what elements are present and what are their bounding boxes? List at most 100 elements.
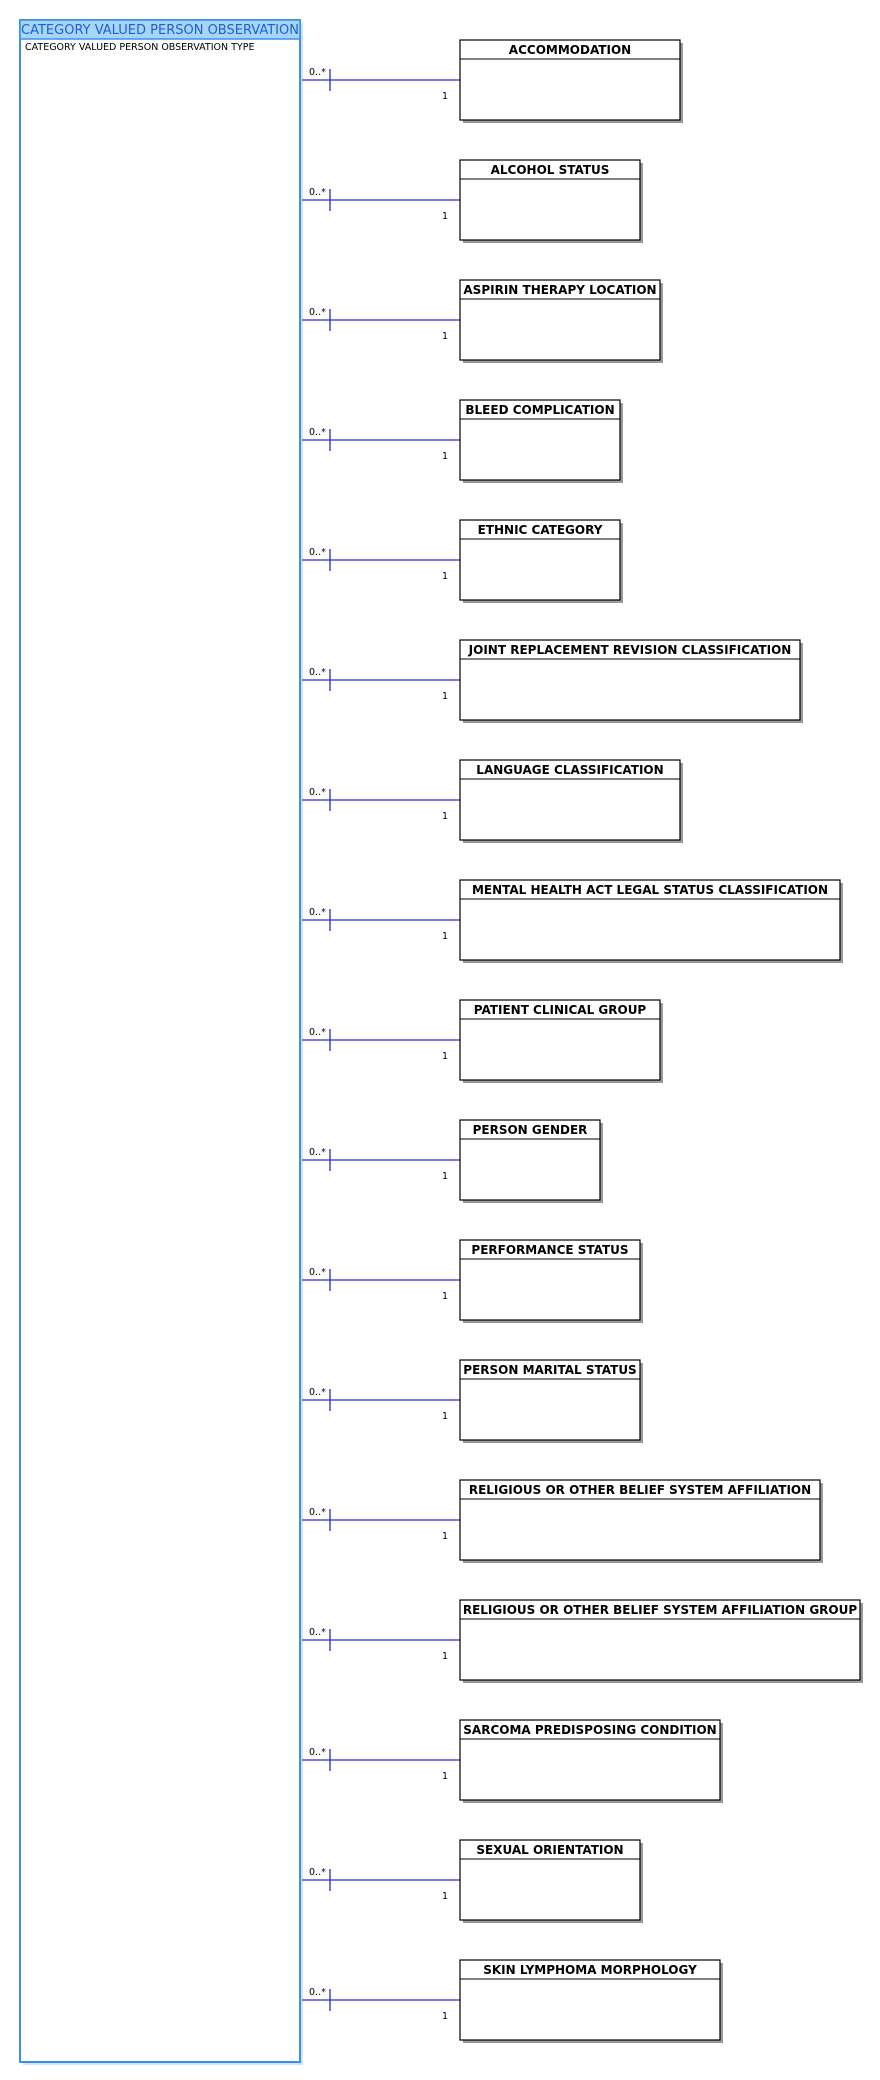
- target-multiplicity: 1: [442, 331, 448, 342]
- entity-title: RELIGIOUS OR OTHER BELIEF SYSTEM AFFILIA…: [463, 1603, 858, 1617]
- entity-body: [459, 279, 661, 361]
- entity-box[interactable]: ALCOHOL STATUS: [459, 159, 643, 243]
- source-multiplicity: 0..*: [309, 787, 326, 798]
- main-entity-title: CATEGORY VALUED PERSON OBSERVATION: [21, 23, 299, 38]
- source-multiplicity: 0..*: [309, 1507, 326, 1518]
- entity-body: [459, 399, 621, 481]
- entity-title: ACCOMMODATION: [509, 43, 631, 57]
- target-multiplicity: 1: [442, 1051, 448, 1062]
- source-multiplicity: 0..*: [309, 1987, 326, 1998]
- entity-body: [459, 1479, 821, 1561]
- relationship-row: 0..* 1 ACCOMMODATION: [302, 39, 683, 123]
- relationship-row: 0..* 1 PATIENT CLINICAL GROUP: [302, 999, 663, 1083]
- entity-body: [459, 639, 801, 721]
- entity-body: [459, 1959, 721, 2041]
- entity-title: ALCOHOL STATUS: [491, 163, 610, 177]
- target-multiplicity: 1: [442, 1291, 448, 1302]
- source-multiplicity: 0..*: [309, 1387, 326, 1398]
- entity-body: [459, 1359, 641, 1441]
- source-multiplicity: 0..*: [309, 1867, 326, 1878]
- relationship-row: 0..* 1 PERSON MARITAL STATUS: [302, 1359, 643, 1443]
- source-multiplicity: 0..*: [309, 187, 326, 198]
- entity-box[interactable]: MENTAL HEALTH ACT LEGAL STATUS CLASSIFIC…: [459, 879, 843, 963]
- source-multiplicity: 0..*: [309, 667, 326, 678]
- entity-box[interactable]: RELIGIOUS OR OTHER BELIEF SYSTEM AFFILIA…: [459, 1599, 863, 1683]
- target-multiplicity: 1: [442, 691, 448, 702]
- entity-box[interactable]: ASPIRIN THERAPY LOCATION: [459, 279, 663, 363]
- target-multiplicity: 1: [442, 1171, 448, 1182]
- entity-body: [459, 879, 841, 961]
- main-entity-header: [19, 19, 301, 40]
- entity-body: [459, 1839, 641, 1921]
- target-multiplicity: 1: [442, 1411, 448, 1422]
- relationship-row: 0..* 1 SKIN LYMPHOMA MORPHOLOGY: [302, 1959, 723, 2043]
- entity-box[interactable]: BLEED COMPLICATION: [459, 399, 623, 483]
- source-multiplicity: 0..*: [309, 1267, 326, 1278]
- source-multiplicity: 0..*: [309, 427, 326, 438]
- entity-box[interactable]: PERSON GENDER: [459, 1119, 603, 1203]
- target-multiplicity: 1: [442, 1531, 448, 1542]
- entity-title: SEXUAL ORIENTATION: [476, 1843, 623, 1857]
- entity-body: [459, 39, 681, 121]
- relationship-row: 0..* 1 ETHNIC CATEGORY: [302, 519, 623, 603]
- entity-body: [459, 1239, 641, 1321]
- entity-box[interactable]: PERSON MARITAL STATUS: [459, 1359, 643, 1443]
- target-multiplicity: 1: [442, 451, 448, 462]
- entity-box[interactable]: SARCOMA PREDISPOSING CONDITION: [459, 1719, 723, 1803]
- entity-box[interactable]: SEXUAL ORIENTATION: [459, 1839, 643, 1923]
- source-multiplicity: 0..*: [309, 1627, 326, 1638]
- relationship-row: 0..* 1 ASPIRIN THERAPY LOCATION: [302, 279, 663, 363]
- target-multiplicity: 1: [442, 571, 448, 582]
- entity-box[interactable]: PATIENT CLINICAL GROUP: [459, 999, 663, 1083]
- entity-box[interactable]: JOINT REPLACEMENT REVISION CLASSIFICATIO…: [459, 639, 803, 723]
- entity-title: BLEED COMPLICATION: [465, 403, 614, 417]
- entity-title: RELIGIOUS OR OTHER BELIEF SYSTEM AFFILIA…: [469, 1483, 811, 1497]
- target-multiplicity: 1: [442, 931, 448, 942]
- entity-title: PERFORMANCE STATUS: [471, 1243, 628, 1257]
- entity-box[interactable]: RELIGIOUS OR OTHER BELIEF SYSTEM AFFILIA…: [459, 1479, 823, 1563]
- source-multiplicity: 0..*: [309, 547, 326, 558]
- entity-box[interactable]: SKIN LYMPHOMA MORPHOLOGY: [459, 1959, 723, 2043]
- target-multiplicity: 1: [442, 1651, 448, 1662]
- relationship-row: 0..* 1 PERSON GENDER: [302, 1119, 603, 1203]
- relationship-row: 0..* 1 MENTAL HEALTH ACT LEGAL STATUS CLAS…: [302, 879, 843, 963]
- entity-body: [459, 1119, 601, 1201]
- main-entity[interactable]: CATEGORY VALUED PERSON OBSERVATION CATEG…: [19, 19, 303, 2065]
- entity-box[interactable]: ETHNIC CATEGORY: [459, 519, 623, 603]
- entity-title: PATIENT CLINICAL GROUP: [474, 1003, 647, 1017]
- entity-title: SKIN LYMPHOMA MORPHOLOGY: [483, 1963, 697, 1977]
- target-multiplicity: 1: [442, 2011, 448, 2022]
- entity-title: PERSON MARITAL STATUS: [463, 1363, 636, 1377]
- source-multiplicity: 0..*: [309, 67, 326, 78]
- entity-box[interactable]: ACCOMMODATION: [459, 39, 683, 123]
- source-multiplicity: 0..*: [309, 907, 326, 918]
- entity-body: [459, 759, 681, 841]
- source-multiplicity: 0..*: [309, 1027, 326, 1038]
- main-entity-box: [19, 19, 301, 2063]
- relationship-row: 0..* 1 BLEED COMPLICATION: [302, 399, 623, 483]
- entity-title: ASPIRIN THERAPY LOCATION: [463, 283, 656, 297]
- entity-title: LANGUAGE CLASSIFICATION: [476, 763, 663, 777]
- relationship-row: 0..* 1 JOINT REPLACEMENT REVISION CLASSIFI…: [302, 639, 803, 723]
- entity-title: SARCOMA PREDISPOSING CONDITION: [463, 1723, 716, 1737]
- relationship-row: 0..* 1 RELIGIOUS OR OTHER BELIEF SYSTEM AF…: [302, 1479, 823, 1563]
- relationship-row: 0..* 1 RELIGIOUS OR OTHER BELIEF SYSTEM AF…: [302, 1599, 863, 1683]
- entity-title: MENTAL HEALTH ACT LEGAL STATUS CLASSIFIC…: [472, 883, 828, 897]
- relationship-row: 0..* 1 LANGUAGE CLASSIFICATION: [302, 759, 683, 843]
- main-entity-attribute: CATEGORY VALUED PERSON OBSERVATION TYPE: [25, 42, 254, 53]
- entity-box[interactable]: PERFORMANCE STATUS: [459, 1239, 643, 1323]
- entity-title: PERSON GENDER: [473, 1123, 588, 1137]
- target-multiplicity: 1: [442, 811, 448, 822]
- entity-body: [459, 159, 641, 241]
- source-multiplicity: 0..*: [309, 1147, 326, 1158]
- entity-title: ETHNIC CATEGORY: [478, 523, 603, 537]
- source-multiplicity: 0..*: [309, 307, 326, 318]
- entity-box[interactable]: LANGUAGE CLASSIFICATION: [459, 759, 683, 843]
- entity-body: [459, 999, 661, 1081]
- target-multiplicity: 1: [442, 91, 448, 102]
